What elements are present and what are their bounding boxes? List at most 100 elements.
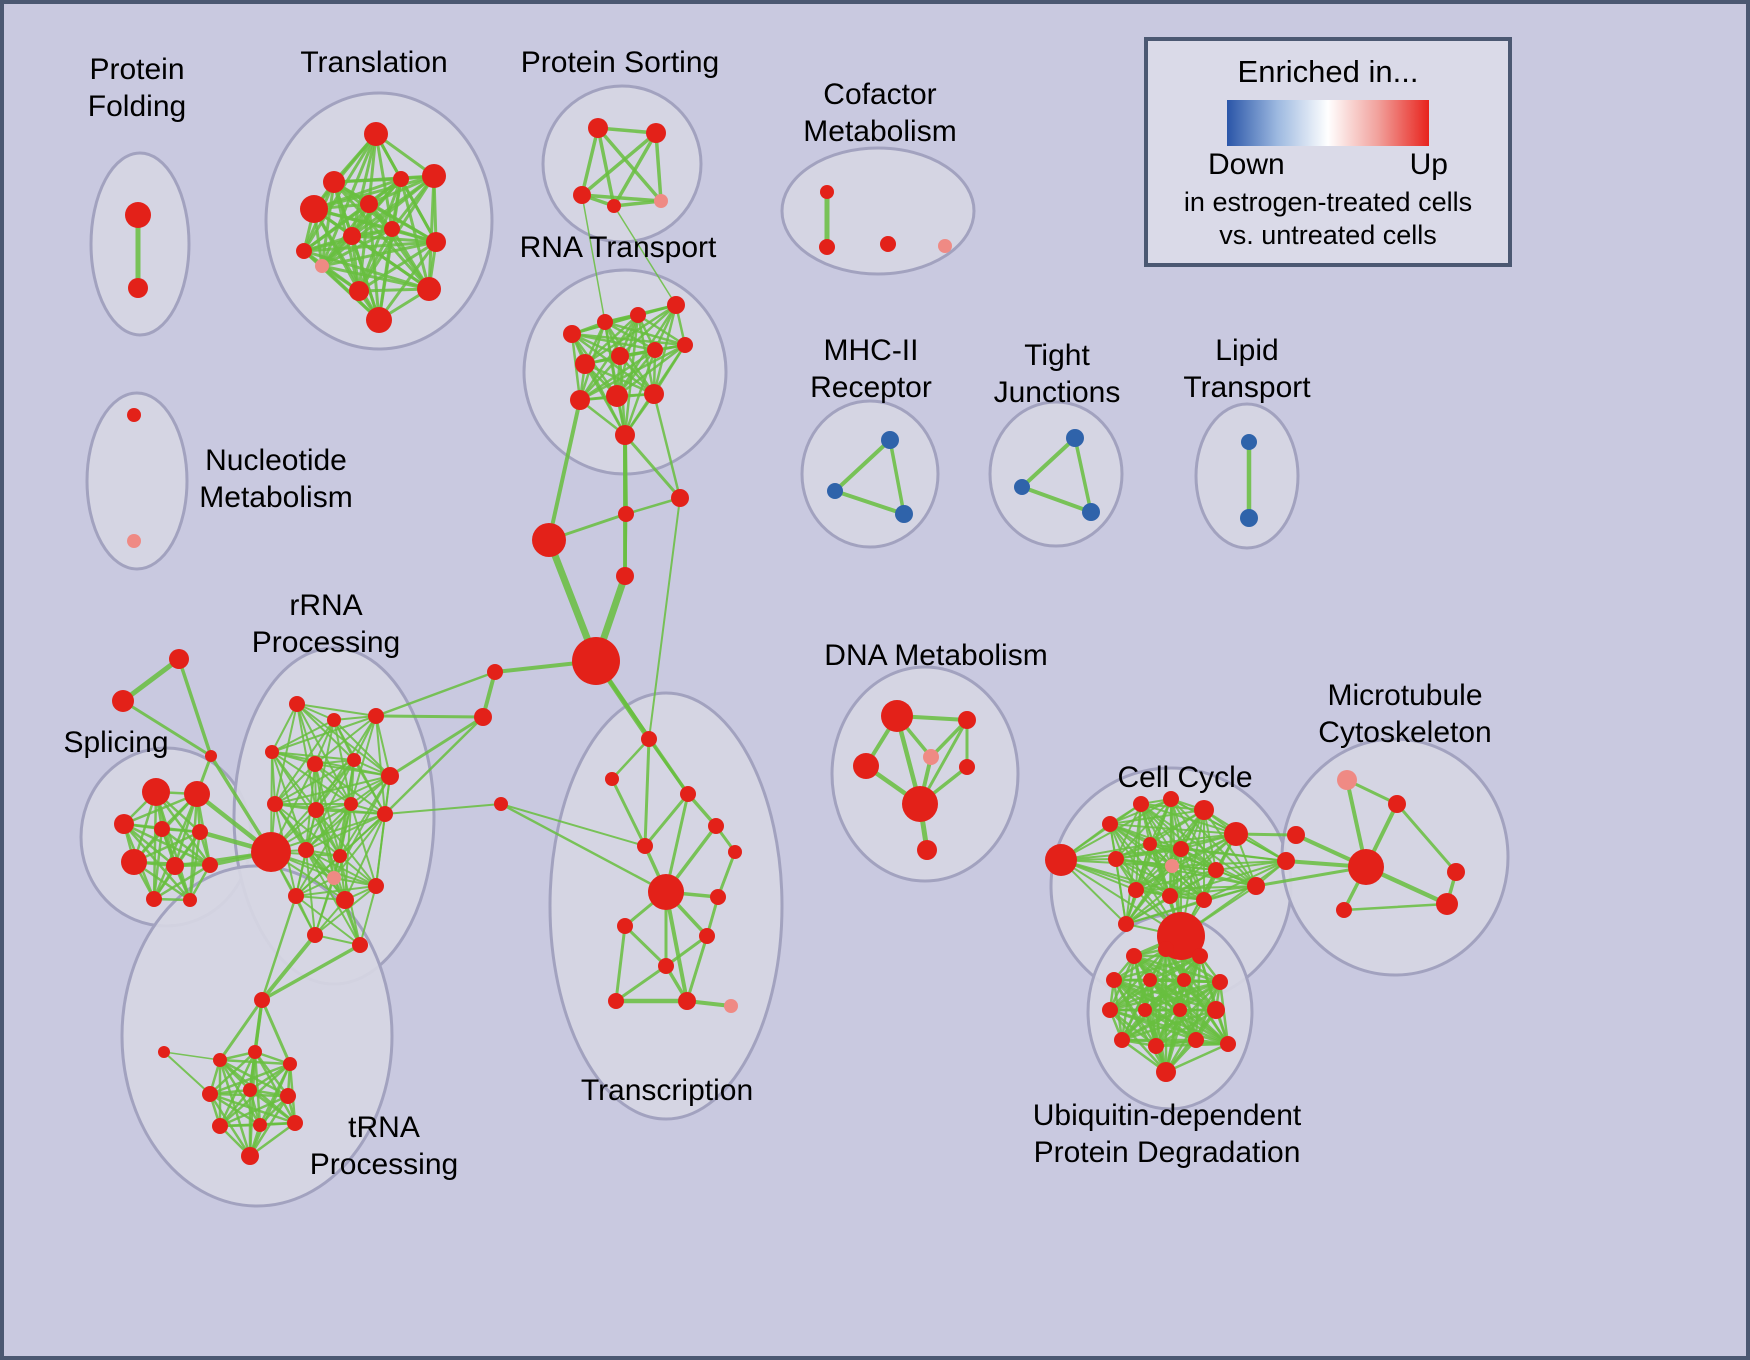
edge [610, 737, 651, 781]
edge [312, 174, 436, 211]
cluster-label-ub: Ubiquitin-dependent [1033, 1099, 1302, 1132]
node-ub-12 [1148, 1038, 1164, 1054]
node-cx-7 [494, 797, 508, 811]
node-tx-3 [708, 818, 724, 834]
node-cc-9 [1165, 859, 1179, 873]
edge [1108, 978, 1152, 1012]
edge [1112, 947, 1168, 982]
node-tl-7 [343, 227, 361, 245]
node-dn-4 [959, 759, 975, 775]
node-rt-8 [570, 390, 590, 410]
node-rt-10 [644, 384, 664, 404]
cluster-label-nm: Nucleotide [205, 444, 347, 477]
edge [305, 849, 361, 946]
node-rt-4 [575, 354, 595, 374]
edge [1108, 980, 1222, 1012]
edge [1108, 978, 1186, 1012]
node-cc-6 [1108, 851, 1124, 867]
edge [1395, 802, 1458, 874]
node-rr-9 [344, 797, 358, 811]
edge [253, 1050, 297, 1125]
node-cc-17 [1277, 852, 1295, 870]
node-rr-5 [347, 753, 361, 767]
edge [350, 715, 377, 805]
edge [344, 813, 386, 901]
node-sp-0 [142, 778, 170, 806]
node-cx-11 [254, 992, 270, 1008]
node-lt-0 [1241, 434, 1257, 450]
edge [716, 850, 737, 899]
node-tl-5 [422, 164, 446, 188]
edge [500, 803, 646, 847]
edge [580, 126, 600, 197]
edge [615, 343, 687, 398]
cluster-label-tj: Tight [1024, 339, 1090, 372]
node-cx-4 [572, 637, 620, 685]
node-rr-7 [267, 796, 283, 812]
node-sp-7 [202, 857, 218, 873]
cluster-label-pf: Folding [88, 90, 186, 123]
node-tl-6 [296, 243, 312, 259]
node-rr-8 [308, 802, 324, 818]
node-tl-0 [364, 122, 388, 146]
node-ub-10 [1207, 1001, 1225, 1019]
cluster-label-sp: Splicing [63, 726, 168, 759]
node-cx-1 [618, 506, 634, 522]
edge [295, 803, 352, 897]
node-dn-0 [881, 700, 913, 732]
edge [610, 777, 647, 848]
edge [1112, 954, 1202, 982]
node-ps-4 [654, 194, 668, 208]
node-ub-15 [1220, 1036, 1236, 1052]
cluster-label-tn: tRNA [348, 1111, 420, 1144]
node-ub-2 [1192, 948, 1208, 964]
edge [296, 703, 377, 717]
edge [388, 715, 485, 778]
edge [314, 877, 335, 936]
edge [499, 802, 668, 894]
node-ub-4 [1143, 973, 1157, 987]
node-tw-3 [202, 1086, 218, 1102]
node-tl-9 [426, 232, 446, 252]
edge [253, 1050, 262, 1127]
node-cx-3 [616, 567, 634, 585]
edge [305, 803, 352, 851]
edge [1180, 848, 1287, 862]
edge [1169, 885, 1257, 897]
node-dn-6 [917, 840, 937, 860]
node-cx-12 [158, 1046, 170, 1058]
edge [163, 1051, 221, 1061]
edge [314, 715, 377, 765]
node-rt-1 [597, 314, 613, 330]
edge [260, 894, 298, 1002]
node-ps-1 [646, 123, 666, 143]
node-tx-7 [710, 889, 726, 905]
node-tx-9 [699, 928, 715, 944]
edge [583, 313, 640, 366]
edge [1154, 980, 1222, 1048]
edge [377, 240, 438, 322]
edge [260, 998, 292, 1066]
cluster-label-tx: Transcription [581, 1074, 753, 1107]
edge [1125, 895, 1171, 925]
edge [305, 813, 386, 851]
edge [1149, 833, 1237, 845]
node-cc-16 [1247, 877, 1265, 895]
edge [643, 737, 651, 848]
node-dn-1 [958, 711, 976, 729]
edge [1342, 902, 1449, 912]
node-sp-3 [154, 821, 170, 837]
edge [271, 751, 352, 805]
edge [583, 303, 678, 366]
node-rr-6 [381, 767, 399, 785]
edge [578, 343, 687, 402]
cluster-ellipse-mh [800, 399, 940, 549]
node-cx-8 [169, 649, 189, 669]
edge [664, 890, 689, 1003]
cluster-label-mt: Microtubule [1327, 679, 1482, 712]
edge [613, 205, 677, 306]
node-tw-0 [213, 1053, 227, 1067]
edge [578, 348, 657, 402]
node-ps-3 [607, 199, 621, 213]
